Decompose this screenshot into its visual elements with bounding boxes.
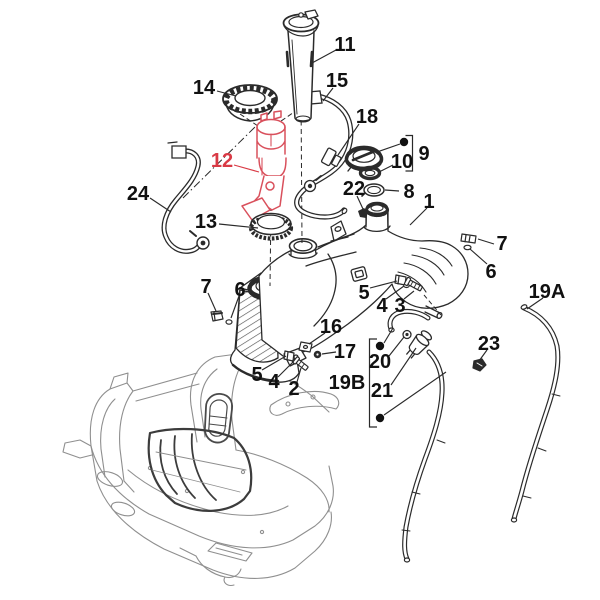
bullet-marker-19B-top [375, 341, 385, 351]
callout-5m: 5 [358, 282, 369, 304]
callout-3m: 3 [394, 295, 405, 317]
leader-line-7r [477, 238, 495, 245]
callout-18: 18 [356, 106, 378, 128]
leader-line-5m [369, 280, 398, 289]
fasteners [210, 233, 487, 372]
fuel-pump-12 [241, 110, 287, 221]
bullet-marker-9 [399, 137, 409, 147]
bullet-leader-19B-bottom [383, 371, 447, 416]
hoses-19 [387, 304, 561, 563]
bracket-9 [405, 134, 414, 172]
bullet-leader-19B-top [383, 327, 394, 344]
callout-15: 15 [326, 70, 348, 92]
leader-line-17 [321, 351, 337, 355]
callout-7r: 7 [496, 233, 507, 255]
leader-line-11 [311, 49, 337, 64]
callout-16: 16 [320, 316, 342, 338]
hose-19A [511, 305, 561, 522]
seal-ring-13 [248, 212, 294, 241]
callout-9: 9 [418, 143, 429, 165]
callout-4b: 4 [268, 371, 280, 393]
callout-23: 23 [478, 333, 500, 355]
leader-line-8 [384, 189, 400, 192]
bullet-leader-9 [376, 143, 401, 153]
leader-line-20 [388, 336, 405, 357]
hose-24 [161, 141, 210, 254]
leader-line-13 [218, 223, 259, 229]
callout-19A: 19A [529, 281, 566, 303]
group-brackets [368, 134, 414, 428]
leader-line-10 [378, 164, 394, 173]
leader-line-16 [308, 332, 326, 345]
callout-11: 11 [334, 34, 355, 56]
filler-tube-11 [282, 9, 320, 123]
fuel-cap-assembly [344, 145, 385, 218]
washer-6-left [225, 319, 233, 325]
leader-line-18 [337, 123, 360, 156]
leader-line-5b [261, 355, 287, 371]
screw-2 [292, 356, 309, 371]
fuel-tank [229, 201, 469, 383]
bullet-markers [375, 137, 409, 423]
cap-gasket-10 [358, 165, 382, 181]
leader-line-3m [403, 290, 415, 300]
bracket-19B [368, 338, 377, 428]
diagram-artwork [62, 9, 561, 586]
callout-4m: 4 [376, 295, 388, 317]
leader-line-22 [356, 195, 364, 210]
leader-line-12 [233, 164, 260, 173]
clip-18 [320, 147, 342, 167]
leader-line-6r [469, 248, 488, 265]
leader-line-23 [478, 349, 488, 362]
screw-3 [403, 276, 423, 292]
scooter-frame [62, 353, 340, 586]
leader-line-24 [149, 197, 172, 213]
leader-line-21 [390, 347, 417, 386]
seal-ring-8 [363, 183, 385, 197]
clip-22 [358, 208, 368, 218]
leader-line-2 [296, 367, 302, 383]
ring-nut-14 [222, 84, 278, 122]
hose-21 [402, 349, 445, 562]
callout-2: 2 [288, 378, 299, 400]
callout-1: 1 [423, 191, 434, 213]
leader-line-6l [230, 295, 240, 319]
leader-line-14 [216, 90, 237, 97]
frame-floor-mat [147, 427, 253, 512]
callout-20: 20 [369, 351, 391, 373]
screw-7-right [460, 233, 477, 244]
leader-line-1 [409, 207, 428, 226]
callout-19B: 19B [329, 372, 366, 394]
callout-8: 8 [403, 181, 414, 203]
leader-lines [149, 49, 544, 416]
callout-6l: 6 [234, 279, 245, 301]
callout-24: 24 [127, 183, 150, 205]
callout-6r: 6 [485, 261, 496, 283]
callout-21: 21 [371, 380, 393, 402]
callout-13: 13 [195, 211, 217, 233]
bullet-marker-19B-bottom [375, 413, 385, 423]
callout-10: 10 [391, 151, 413, 173]
callout-5b: 5 [251, 364, 262, 386]
hose-15 [294, 90, 354, 220]
callout-17: 17 [334, 341, 356, 363]
leader-line-7l [207, 292, 217, 312]
connector-21 [406, 330, 433, 359]
callout-7l: 7 [200, 276, 211, 298]
callout-22: 22 [343, 178, 365, 200]
callout-12: 12 [211, 150, 233, 172]
leader-line-4m [385, 285, 405, 300]
callout-14: 14 [193, 77, 216, 99]
leader-line-19A [526, 297, 544, 310]
frame-grate-panel [203, 393, 234, 444]
washer-6-right [463, 244, 472, 251]
leader-line-4b [277, 361, 294, 378]
plate-16 [298, 341, 313, 353]
leader-line-15 [322, 87, 334, 102]
